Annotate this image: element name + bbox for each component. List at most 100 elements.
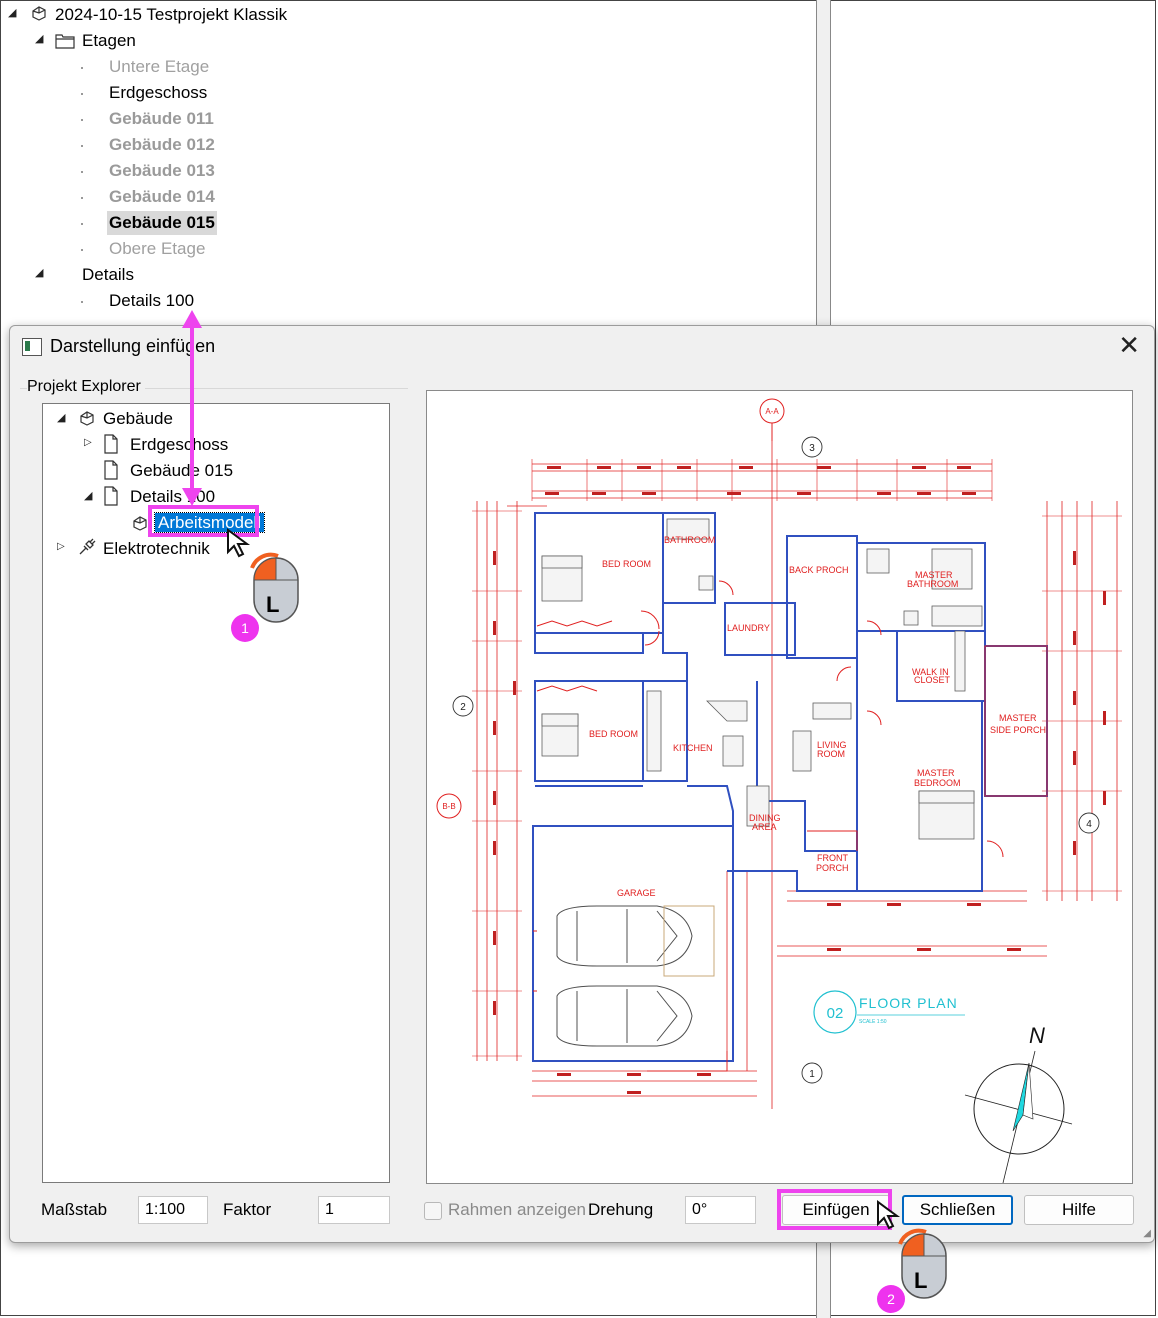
section-markers	[436, 398, 785, 819]
einfuegen-button[interactable]: Einfügen	[782, 1195, 890, 1225]
tree-dot	[81, 197, 83, 199]
tree-item-gebaeude[interactable]: Gebäude	[103, 409, 173, 428]
plan-title-block: 02 FLOOR PLAN SCALE 1:50	[813, 990, 965, 1034]
tree-dot	[81, 171, 83, 173]
room-label-bed-room-1: BED ROOM	[602, 559, 651, 569]
room-label-master-bed-1: MASTER	[917, 768, 955, 778]
tree-dot	[81, 93, 83, 95]
room-label-master-bathroom-2: BATHROOM	[907, 579, 958, 589]
folder-icon	[55, 34, 75, 49]
collapse-triangle-icon[interactable]: ◢	[8, 7, 17, 19]
model-icon	[133, 516, 147, 531]
tree-item-obere-etage[interactable]: Obere Etage	[109, 239, 206, 258]
tree-item-project[interactable]: 2024-10-15 Testprojekt Klassik	[55, 5, 288, 24]
tree-dot	[81, 301, 83, 303]
tree-item-gebaeude-012[interactable]: Gebäude 012	[109, 135, 215, 154]
plug-icon	[79, 538, 96, 555]
building-icon	[32, 6, 46, 21]
room-label-master-bed-2: BEDROOM	[914, 778, 961, 788]
north-arrow: N	[964, 1023, 1073, 1183]
floor-plan-drawing: BED ROOM BATHROOM BACK PROCH MASTER BATH…	[436, 398, 1122, 1183]
tree-item-elektrotechnik[interactable]: Elektrotechnik	[103, 539, 210, 558]
tree-dot	[81, 223, 83, 225]
room-label-kitchen: KITCHEN	[673, 743, 713, 753]
dimension-ticks	[472, 459, 1122, 1057]
furniture	[541, 518, 983, 840]
highlight-arbeitsmodell	[148, 505, 259, 537]
hilfe-button[interactable]: Hilfe	[1024, 1195, 1134, 1225]
tree-item-gebaeude-011[interactable]: Gebäude 011	[109, 109, 214, 128]
schliessen-button[interactable]: Schließen	[902, 1195, 1013, 1225]
faktor-input[interactable]: 1	[318, 1196, 390, 1224]
tree-item-details[interactable]: Details	[82, 265, 134, 284]
massstab-label: Maßstab	[41, 1200, 108, 1219]
dimension-labels	[493, 466, 1106, 1094]
axis-label-1: 1	[809, 1069, 815, 1080]
axis-label-2: 2	[460, 702, 466, 713]
tree-dot	[81, 67, 83, 69]
step-badge-2: 2	[877, 1285, 905, 1313]
close-icon[interactable]: ✕	[1118, 330, 1140, 360]
drehung-label: Drehung	[588, 1200, 654, 1219]
rahmen-checkbox[interactable]	[424, 1202, 442, 1220]
room-label-master-side-2: SIDE PORCH	[990, 725, 1046, 735]
walls	[532, 512, 1048, 1062]
group-divider	[20, 388, 408, 389]
tree-item-arbeitsmodell[interactable]: Arbeitsmodell	[154, 512, 265, 533]
room-label-master-side-1: MASTER	[999, 713, 1037, 723]
collapse-triangle-icon[interactable]: ◢	[35, 33, 44, 45]
expand-triangle-icon[interactable]: ▷	[84, 437, 92, 448]
highlight-einfuegen	[777, 1189, 892, 1230]
room-label-dining-2: AREA	[752, 822, 777, 832]
room-label-walk-in-2: CLOSET	[914, 675, 951, 685]
tree-item-erdgeschoss[interactable]: Erdgeschoss	[109, 83, 208, 102]
expand-triangle-icon[interactable]: ▷	[57, 541, 65, 552]
plan-scale: SCALE 1:50	[859, 1019, 887, 1025]
doors-windows	[533, 580, 1048, 1072]
project-explorer-label: Projekt Explorer	[27, 378, 145, 396]
collapse-triangle-icon[interactable]: ◢	[84, 490, 93, 502]
tree-item-gebaeude-014[interactable]: Gebäude 014	[109, 187, 215, 206]
room-label-walk-in-1: WALK IN	[912, 667, 949, 677]
insert-view-dialog: Darstellung einfügen ✕ Projekt Explorer …	[9, 325, 1155, 1243]
collapse-triangle-icon[interactable]: ◢	[35, 267, 44, 279]
section-labels: A-A B-B	[442, 407, 779, 811]
room-labels: BED ROOM BATHROOM BACK PROCH MASTER BATH…	[589, 535, 1046, 898]
drehung-input[interactable]: 0°	[685, 1196, 756, 1224]
axis-label-4: 4	[1086, 819, 1092, 830]
tree-item-etagen[interactable]: Etagen	[82, 31, 136, 50]
room-label-front-porch-2: PORCH	[816, 863, 849, 873]
massstab-input[interactable]: 1:100	[138, 1196, 208, 1224]
cars	[556, 905, 715, 1047]
left-click-mouse-icon: L	[888, 1226, 950, 1300]
north-label: N	[1029, 1023, 1045, 1048]
tree-item-gebaeude-015[interactable]: Gebäude 015	[107, 211, 217, 235]
plan-title-number: 02	[827, 1005, 844, 1022]
resize-grip-icon[interactable]: ◢	[1143, 1228, 1151, 1239]
room-label-master-bathroom-1: MASTER	[915, 570, 953, 580]
tree-item-gebaeude-015[interactable]: Gebäude 015	[130, 461, 234, 480]
tree-item-details-100[interactable]: Details 100	[109, 291, 195, 310]
tree-item-untere-etage[interactable]: Untere Etage	[109, 57, 210, 76]
section-label-b: B-B	[442, 802, 455, 811]
mouse-pointer-icon	[877, 1200, 901, 1230]
room-label-bathroom: BATHROOM	[664, 535, 715, 545]
tree-item-gebaeude-013[interactable]: Gebäude 013	[109, 161, 215, 180]
collapse-triangle-icon[interactable]: ◢	[57, 412, 66, 424]
tree-dot	[81, 145, 83, 147]
dialog-title: Darstellung einfügen	[50, 336, 216, 356]
room-label-living-2: ROOM	[817, 749, 845, 759]
step-badge-1: 1	[231, 614, 259, 642]
tree-item-erdgeschoss[interactable]: Erdgeschoss	[130, 435, 229, 454]
double-arrow-icon	[182, 310, 202, 506]
tree-dot	[81, 249, 83, 251]
rahmen-label: Rahmen anzeigen	[448, 1200, 586, 1219]
document-icon	[104, 486, 118, 506]
dialog-app-icon	[22, 338, 42, 356]
room-label-laundry: LAUNDRY	[727, 623, 770, 633]
axis-label-3: 3	[809, 443, 815, 454]
document-icon	[104, 460, 118, 480]
tree-dot	[81, 119, 83, 121]
mouse-pointer-icon	[227, 528, 251, 558]
